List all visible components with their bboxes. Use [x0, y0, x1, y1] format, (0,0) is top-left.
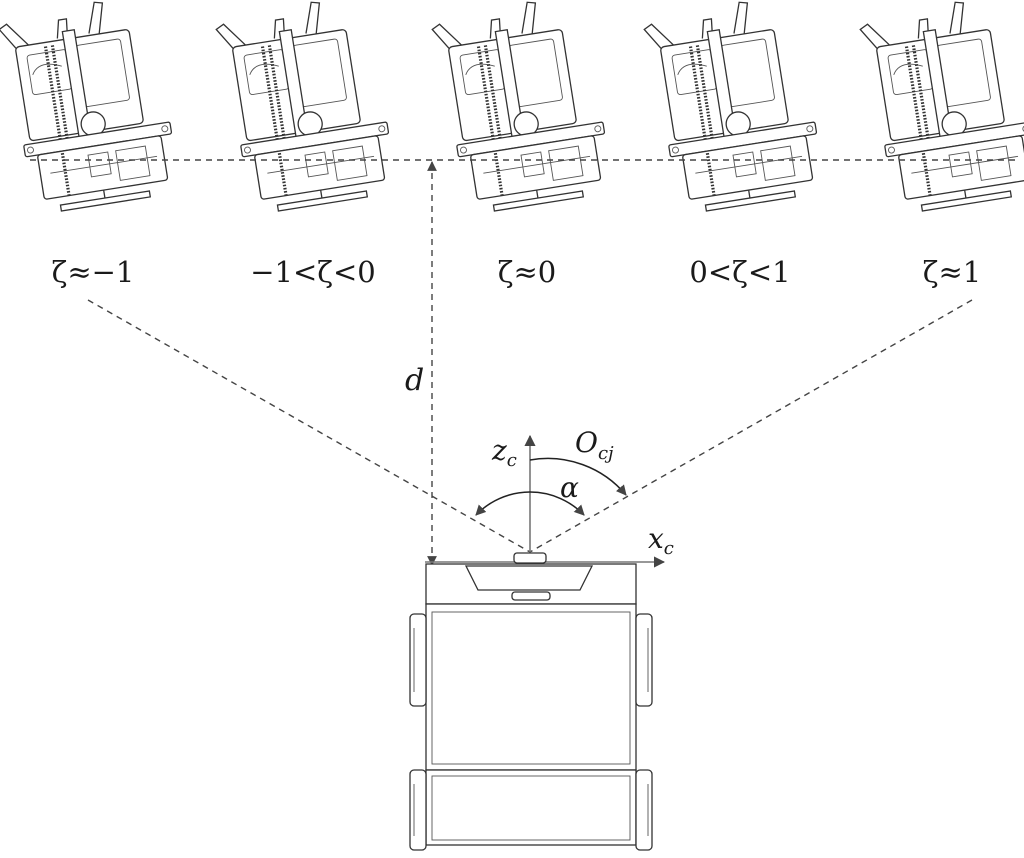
- module-drawing-5: [856, 0, 1024, 218]
- vehicle-top-view: [409, 552, 653, 851]
- module-label-3: ζ≈0: [498, 255, 556, 289]
- angle-label: α: [560, 471, 579, 504]
- module-drawing-4: [640, 0, 828, 218]
- module-label-2: −1<ζ<0: [250, 255, 376, 289]
- module-label-4: 0<ζ<1: [689, 255, 790, 289]
- module-label-5: ζ≈1: [923, 255, 981, 289]
- module-drawing-2: [212, 0, 400, 218]
- fov-right-line: [529, 299, 973, 553]
- distance-label: d: [405, 363, 424, 398]
- z-axis-label: zc: [491, 434, 517, 471]
- module-label-1: ζ≈−1: [52, 255, 135, 289]
- x-axis-label: xc: [648, 522, 674, 559]
- origin-label: Ocj: [575, 426, 614, 464]
- module-drawing-1: [0, 0, 183, 218]
- alpha-angle-arc: [529, 457, 627, 496]
- fov-angle-arc: [475, 491, 585, 516]
- fov-left-line: [87, 299, 531, 553]
- module-drawing-3: [428, 0, 616, 218]
